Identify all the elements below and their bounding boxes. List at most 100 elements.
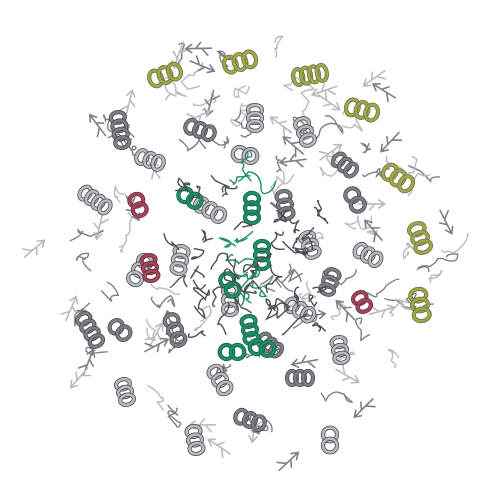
coil-strand bbox=[275, 155, 283, 173]
coil-strand bbox=[180, 61, 204, 90]
coil-strand bbox=[69, 228, 104, 242]
gray-helix bbox=[77, 184, 113, 216]
olive-helix bbox=[343, 97, 381, 123]
olive-helix bbox=[291, 62, 329, 88]
gray-helix bbox=[298, 230, 322, 260]
gray-helix bbox=[206, 363, 234, 397]
beta-strand bbox=[362, 70, 387, 87]
coil-strand bbox=[233, 85, 250, 98]
beta-strand bbox=[438, 209, 454, 235]
coil-strand bbox=[107, 133, 139, 156]
gray-helix bbox=[274, 188, 296, 222]
teal-helix bbox=[247, 337, 277, 359]
core-coil bbox=[317, 209, 329, 225]
beta-strand bbox=[380, 131, 403, 153]
beta-strand bbox=[353, 398, 376, 419]
beta-strand bbox=[185, 109, 212, 124]
gray-helix bbox=[169, 243, 191, 277]
gray-helix bbox=[233, 407, 267, 433]
coil-strand bbox=[408, 165, 440, 184]
coil-strand bbox=[167, 404, 182, 428]
core-coil bbox=[191, 247, 205, 261]
coil-strand bbox=[387, 348, 400, 368]
core-coil bbox=[200, 229, 214, 243]
coil-strand bbox=[210, 136, 230, 149]
coil-strand bbox=[118, 212, 133, 253]
gray-helix bbox=[183, 117, 217, 143]
core-coil bbox=[256, 253, 273, 262]
core-coil bbox=[223, 268, 236, 284]
gray-helix bbox=[107, 318, 133, 342]
teal-helix bbox=[239, 313, 261, 347]
core-coil bbox=[163, 233, 180, 251]
core-coil bbox=[273, 209, 288, 223]
core-coil bbox=[270, 231, 285, 251]
coil-strand bbox=[405, 292, 434, 311]
beta-strand bbox=[77, 348, 96, 376]
teal-helix bbox=[217, 342, 247, 362]
beta-strand bbox=[269, 116, 293, 137]
core-coil bbox=[217, 302, 230, 336]
core-coil bbox=[192, 279, 211, 299]
crimson-helix bbox=[139, 252, 161, 284]
core-coil bbox=[291, 237, 306, 250]
beta-strand bbox=[357, 196, 387, 211]
teal-helix bbox=[242, 190, 262, 226]
beta-strand bbox=[276, 451, 300, 472]
core-coil bbox=[308, 294, 318, 308]
core-coil bbox=[189, 265, 205, 279]
coil-strand bbox=[146, 318, 158, 341]
gray-helix bbox=[108, 110, 132, 150]
core-coil bbox=[311, 322, 326, 332]
gray-helix bbox=[318, 267, 342, 297]
coil-strand bbox=[273, 35, 285, 58]
teal-coil bbox=[237, 171, 277, 195]
core-coil bbox=[228, 258, 241, 280]
gray-helix bbox=[184, 423, 206, 457]
beta-strand bbox=[171, 42, 189, 70]
beta-strand bbox=[144, 322, 164, 348]
teal-coil bbox=[218, 236, 236, 248]
core-coil bbox=[210, 175, 230, 193]
crimson-helix bbox=[127, 191, 149, 219]
gray-helix bbox=[329, 334, 351, 366]
teal-coil bbox=[239, 292, 252, 306]
gray-helix bbox=[330, 151, 360, 179]
core-coil bbox=[169, 274, 188, 288]
core-coil bbox=[182, 182, 191, 193]
coil-strand bbox=[402, 242, 422, 260]
coil-strand bbox=[416, 253, 459, 272]
gray-helix bbox=[74, 311, 106, 349]
core-coil bbox=[293, 286, 300, 307]
teal-coil bbox=[240, 150, 253, 182]
beta-strand bbox=[368, 304, 396, 318]
beta-strand bbox=[318, 143, 343, 161]
gray-helix bbox=[134, 148, 166, 172]
coil-strand bbox=[150, 294, 176, 309]
core-coil bbox=[188, 185, 201, 199]
core-coil bbox=[193, 297, 206, 320]
core-coil bbox=[211, 286, 223, 308]
gray-helix bbox=[245, 102, 265, 134]
gray-helix bbox=[162, 312, 188, 348]
coil-strand bbox=[275, 276, 294, 293]
teal-coil bbox=[237, 269, 261, 295]
gray-helix bbox=[230, 144, 260, 166]
gray-helix bbox=[113, 377, 137, 407]
coil-strand bbox=[147, 384, 165, 411]
beta-strand bbox=[60, 295, 79, 322]
coil-strand bbox=[359, 142, 371, 154]
coil-strand bbox=[150, 283, 181, 296]
beta-strand bbox=[371, 83, 396, 103]
beta-strand bbox=[88, 113, 107, 138]
beta-strand bbox=[364, 219, 383, 243]
core-coil bbox=[301, 227, 315, 251]
beta-strand bbox=[335, 364, 360, 384]
gray-helix bbox=[192, 196, 228, 224]
teal-coil bbox=[229, 174, 252, 185]
core-coil bbox=[237, 283, 257, 294]
beta-strand bbox=[278, 153, 307, 168]
core-coil bbox=[210, 252, 235, 270]
